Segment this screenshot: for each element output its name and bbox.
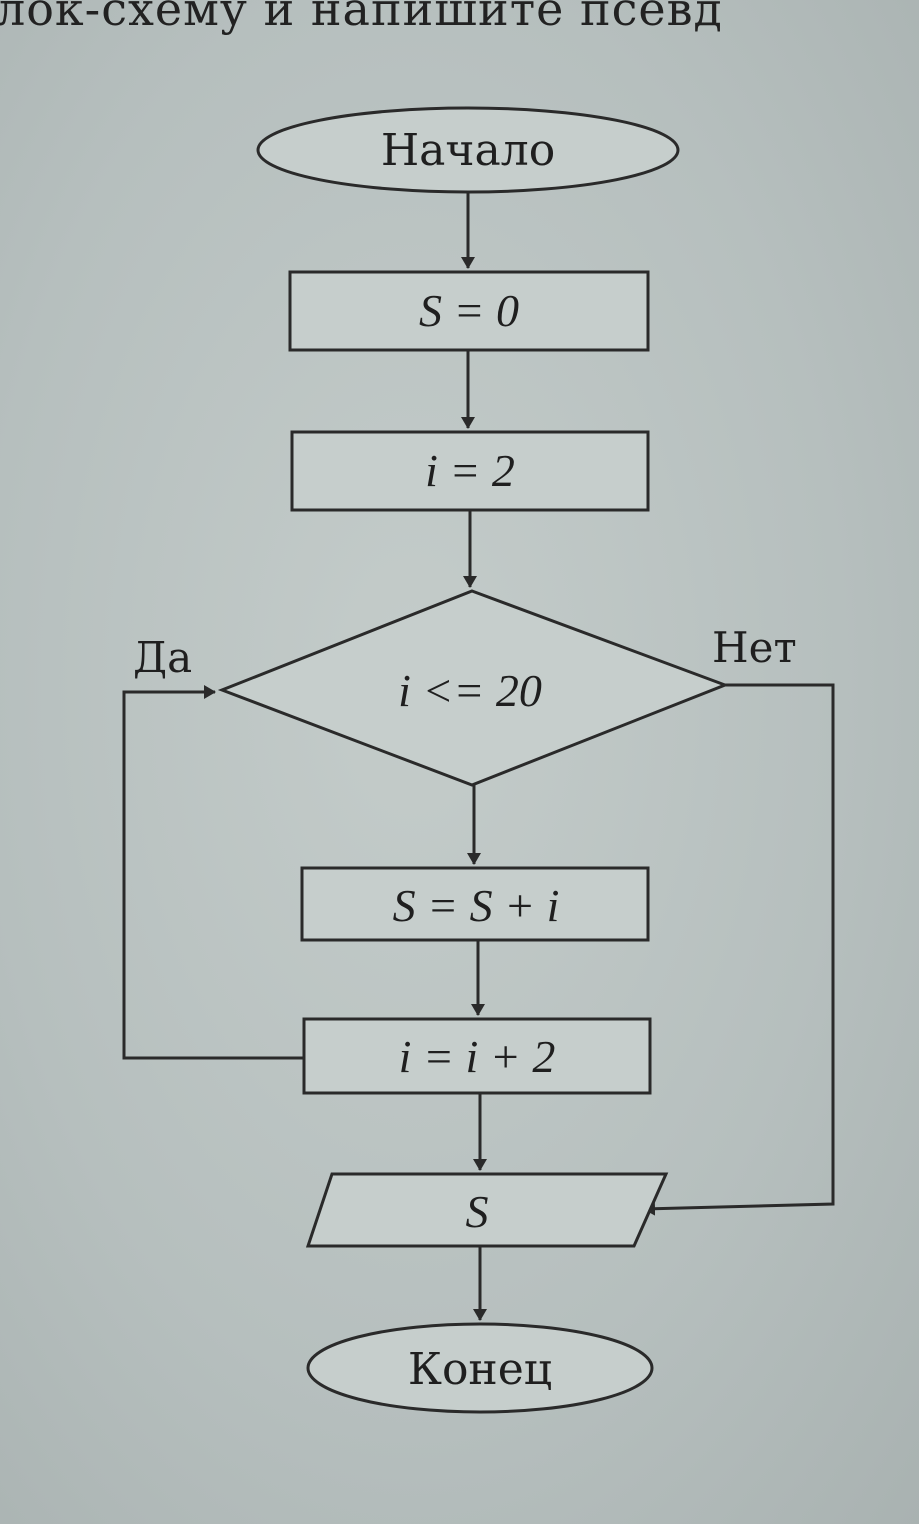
page-heading: лок-схему и напишите псевд — [0, 0, 723, 36]
sum-label: S = S + i — [393, 880, 560, 931]
increment-label: i = i + 2 — [399, 1031, 556, 1082]
end-terminator: Конец — [306, 1322, 654, 1414]
init-i-process: i = 2 — [290, 430, 650, 512]
end-ellipse — [306, 1322, 654, 1414]
init-s-label: S = 0 — [419, 285, 519, 336]
branch-no-label: Нет — [712, 623, 797, 672]
output-io: S — [305, 1172, 669, 1248]
condition-diamond — [217, 589, 730, 787]
exit-branch-arrow — [643, 683, 835, 1216]
init-s-process: S = 0 — [288, 270, 650, 352]
output-label: S — [466, 1186, 489, 1237]
increment-process: i = i + 2 — [302, 1017, 652, 1095]
output-parallelogram — [305, 1172, 669, 1248]
increment-box — [302, 1017, 652, 1095]
end-label: Конец — [408, 1344, 552, 1395]
init-i-label: i = 2 — [425, 445, 515, 496]
branch-yes-label: Да — [133, 633, 192, 682]
condition-decision: i <= 20 — [217, 589, 730, 787]
start-terminator: Начало — [256, 106, 680, 194]
start-label: Начало — [381, 125, 555, 176]
sum-box — [300, 866, 650, 942]
sum-process: S = S + i — [300, 866, 650, 942]
loop-back-arrow — [122, 685, 304, 1060]
condition-label: i <= 20 — [398, 665, 542, 716]
